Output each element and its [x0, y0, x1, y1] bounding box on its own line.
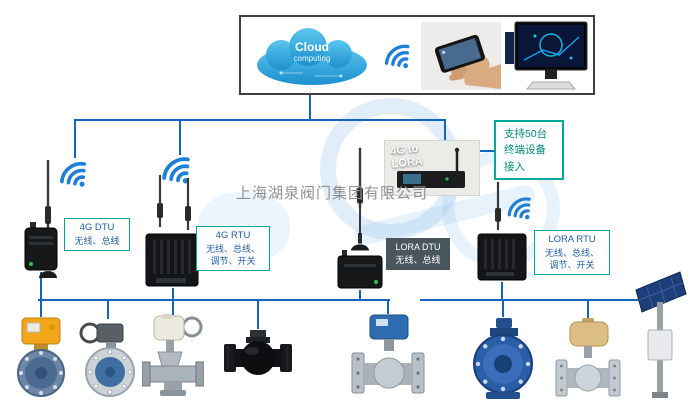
device-desc: 调节、开关 [210, 255, 256, 266]
drop-lora-rtu-to-bus [501, 282, 503, 300]
antenna-icon [183, 176, 193, 232]
label-lora-dtu: LORA DTU 无线、总线 [386, 238, 450, 271]
bus-top [74, 119, 446, 121]
device-title: 4G RTU [215, 230, 251, 241]
drop-4g-rtu-to-bus [172, 288, 174, 300]
cloud-icon [257, 28, 367, 85]
device-title: 4G DTU [79, 222, 115, 233]
device-desc: 调节、开关 [549, 259, 595, 270]
device-desc: 无线、总线、 [205, 243, 260, 254]
lora-dtu-device [337, 250, 383, 289]
ball-valve-blue-actuator [351, 314, 425, 394]
antenna-icon [155, 173, 165, 229]
gateway-label: 4G to LORA [390, 142, 424, 171]
cloud-subtitle: computing [293, 54, 331, 63]
note-line: 终端设备 [504, 144, 546, 157]
cloud-title: Cloud [295, 40, 329, 54]
butterfly-valve-handwheel-actuator [79, 322, 135, 397]
drop-to-product-3 [172, 301, 174, 315]
device-desc: 无线、总线 [395, 255, 441, 266]
label-4g-rtu: 4G RTU 无线、总线、 调节、开关 [196, 226, 270, 272]
gateway-photo: 4G to LORA [384, 140, 480, 196]
ball-valve-tan-actuator [555, 318, 621, 397]
drop-4g-dtu-to-bus [40, 272, 42, 300]
note-line: 支持50台 [504, 128, 548, 140]
drop-to-product-6 [502, 301, 504, 317]
drop-to-product-1 [40, 301, 42, 317]
connector-gateway-to-note [480, 150, 494, 152]
cloud-panel: Cloud computing [239, 15, 595, 95]
device-title: LORA RTU [548, 234, 596, 245]
rtu-4g-device [145, 233, 199, 287]
device-title: LORA DTU [395, 242, 441, 252]
antenna-icon [349, 146, 371, 252]
ball-valve-black [224, 330, 292, 375]
label-4g-dtu: 4G DTU 无线、总线 [64, 218, 130, 251]
capacity-note: 支持50台 终端设备 接入 [494, 120, 564, 180]
device-desc: 无线、总线 [74, 235, 120, 246]
lora-rtu-device [477, 233, 527, 281]
bus-bottom-right [420, 299, 660, 301]
monitor-photo [505, 21, 588, 90]
note-line: 接入 [504, 160, 525, 173]
antenna-icon [493, 180, 503, 232]
drop-to-product-2 [107, 301, 109, 319]
dtu-4g-device [24, 222, 58, 271]
gate-valve-electric-actuator [142, 314, 204, 396]
drop-to-4g-rtu [179, 121, 181, 155]
wifi-icon [375, 33, 426, 85]
drop-lora-dtu-to-bus [359, 290, 361, 300]
drop-to-gateway [444, 121, 446, 141]
label-lora-rtu: LORA RTU 无线、总线、 调节、开关 [534, 230, 610, 276]
phone-in-hand-photo [421, 22, 501, 90]
solar-panel-pole [635, 271, 687, 398]
connector-panel-to-bus [309, 95, 311, 120]
drop-to-product-7 [587, 301, 589, 319]
drop-to-product-4 [257, 301, 259, 329]
drop-to-product-5 [387, 301, 389, 314]
bus-bottom-left [38, 299, 390, 301]
butterfly-valve-blue-gearbox [473, 318, 533, 399]
device-desc: 无线、总线、 [544, 247, 599, 258]
drop-to-4g-dtu [74, 121, 76, 158]
butterfly-valve-yellow-actuator [17, 317, 65, 397]
